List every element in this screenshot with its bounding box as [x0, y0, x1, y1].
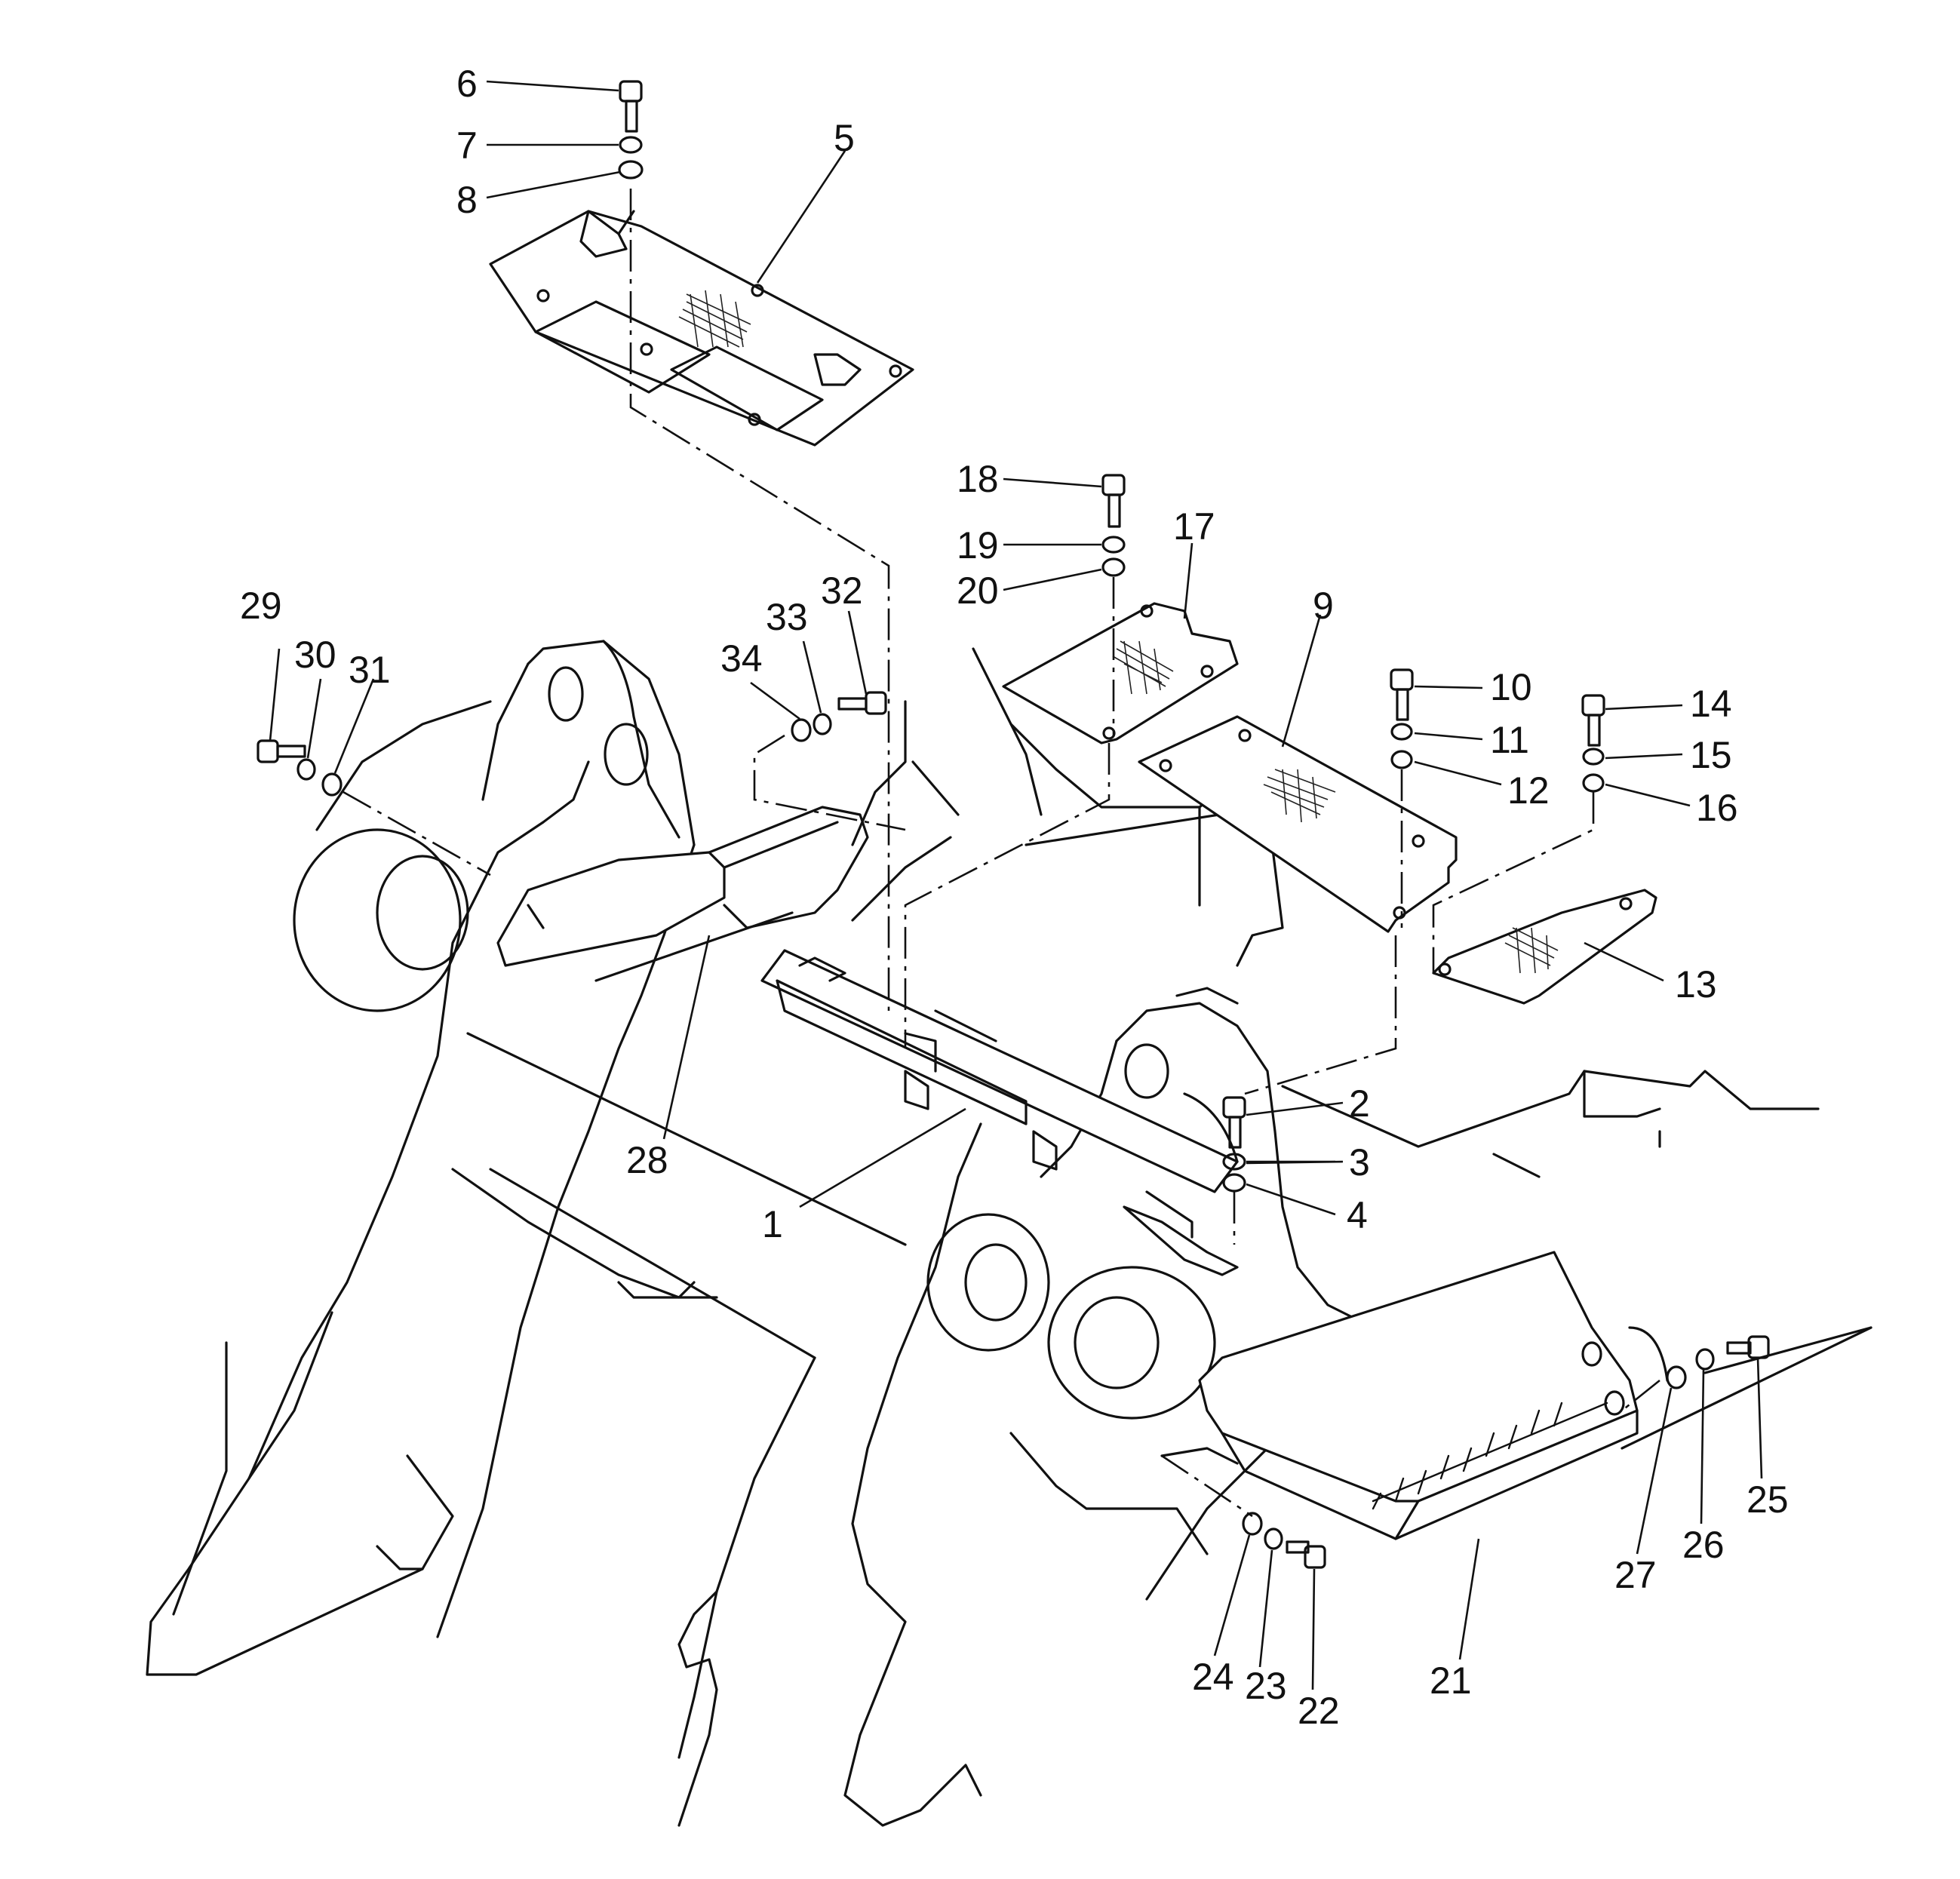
hardware	[257, 80, 1770, 1569]
assembly-centerlines	[343, 189, 1660, 1518]
callout-29: 29	[240, 585, 282, 627]
callout-4: 4	[1347, 1194, 1368, 1236]
callout-1: 1	[762, 1203, 783, 1245]
callout-31: 31	[349, 649, 391, 691]
callout-19: 19	[957, 524, 999, 566]
callout-7: 7	[456, 124, 478, 167]
callout-22: 22	[1298, 1690, 1340, 1732]
loader-frame	[146, 640, 1872, 1827]
callout-12: 12	[1507, 769, 1550, 812]
slide-rail-part-1	[760, 949, 1239, 1276]
cover-plate-part-13	[1432, 889, 1657, 1005]
callout-17: 17	[1173, 505, 1215, 548]
mesh-hatch	[1112, 640, 1174, 695]
callout-26: 26	[1682, 1524, 1725, 1566]
callout-16: 16	[1696, 787, 1738, 829]
leader-lines	[269, 80, 1763, 1690]
cover-plate-part-17	[1002, 602, 1239, 745]
callout-24: 24	[1192, 1656, 1234, 1698]
mesh-hatch	[1263, 769, 1336, 823]
callout-28: 28	[626, 1139, 668, 1181]
step-bracket-part-28	[496, 806, 869, 982]
callout-6: 6	[456, 63, 478, 105]
callout-18: 18	[957, 458, 999, 500]
step-treads	[1372, 1402, 1608, 1510]
callout-20: 20	[957, 570, 999, 612]
callout-33: 33	[766, 596, 808, 638]
callout-8: 8	[456, 179, 478, 221]
callout-15: 15	[1690, 734, 1732, 776]
mesh-hatch	[1504, 927, 1559, 974]
callout-13: 13	[1675, 963, 1717, 1006]
callout-2: 2	[1349, 1082, 1370, 1125]
mesh-hatch	[678, 290, 751, 348]
callout-9: 9	[1313, 585, 1334, 627]
step-part-21	[1160, 1251, 1669, 1540]
callout-3: 3	[1349, 1141, 1370, 1184]
callout-10: 10	[1490, 666, 1532, 708]
callout-21: 21	[1430, 1659, 1472, 1702]
callout-32: 32	[821, 570, 863, 612]
callout-27: 27	[1614, 1554, 1657, 1596]
callout-11: 11	[1490, 719, 1529, 761]
callout-30: 30	[294, 634, 336, 676]
callout-14: 14	[1690, 683, 1732, 725]
callout-25: 25	[1746, 1478, 1789, 1521]
cover-plate-part-5	[489, 210, 914, 447]
callout-labels: 1 2 3 3 4 5 6 7 8 9 10 11 12 13 14 15 16…	[240, 63, 1789, 1732]
callout-5: 5	[834, 117, 855, 159]
callout-34: 34	[720, 637, 763, 680]
cover-plate-part-9	[1138, 715, 1458, 933]
callout-23: 23	[1245, 1665, 1287, 1707]
